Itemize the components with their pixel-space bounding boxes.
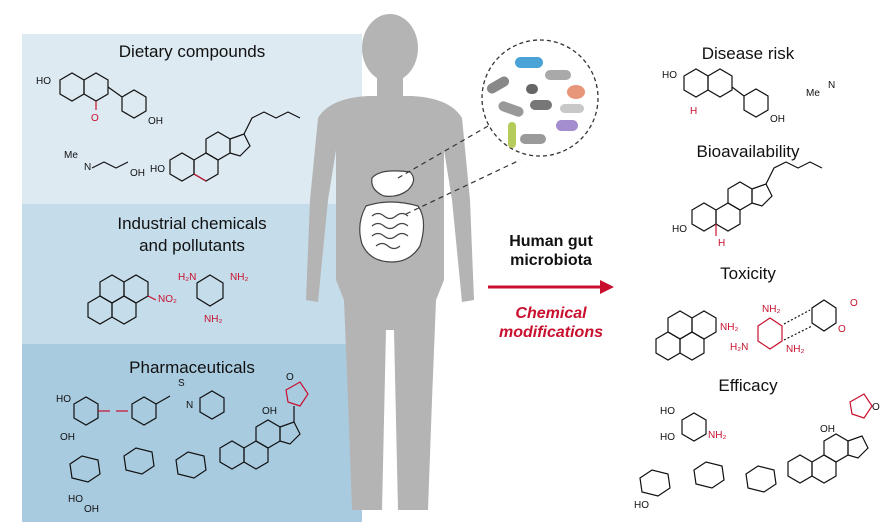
atom-label-ho: HO: [660, 406, 675, 417]
modification-arrow: [488, 280, 614, 294]
melamine-cyanurate-complex: [757, 299, 837, 350]
pharmaceuticals-panel: [22, 344, 362, 522]
atom-label-ho: HO: [68, 494, 83, 505]
human-gut-label-line2: microbiota: [510, 252, 592, 269]
isoflavone-structure: [59, 72, 147, 119]
atom-label-o: O: [850, 298, 858, 309]
atom-label-oh: OH: [130, 168, 145, 179]
equol-structure: [683, 68, 769, 118]
atom-label-nh2: NH₂: [720, 322, 738, 333]
coprostanol-structure: [691, 161, 823, 236]
atom-label-n: N: [828, 80, 835, 91]
human-gut-label-line1: Human gut: [509, 233, 593, 250]
atom-label-o: O: [872, 402, 880, 413]
atom-label-nh2: NH₂: [708, 430, 726, 441]
disease-risk-title: Disease risk: [701, 44, 795, 63]
cholesterol-structure: [169, 111, 301, 182]
atom-label-ho: HO: [56, 394, 71, 405]
atom-label-ho: HO: [672, 224, 687, 235]
digoxin-structure: [69, 381, 309, 483]
atom-label-nh2: NH₂: [230, 272, 248, 283]
atom-label-oh: OH: [770, 114, 785, 125]
efficacy-title: Efficacy: [718, 376, 778, 395]
atom-label-nh2: NH₂: [204, 314, 222, 325]
atom-label-oh: OH: [84, 504, 99, 515]
atom-label-me: Me: [806, 88, 820, 99]
atom-label-ho: HO: [634, 500, 649, 511]
choline-structure: [91, 161, 129, 169]
zoom-lines: [397, 125, 521, 215]
atom-label-oh: OH: [148, 116, 163, 127]
atom-label-no2: NO₂: [158, 294, 177, 305]
atom-label-oh: OH: [60, 432, 75, 443]
human-silhouette: [306, 14, 474, 510]
atom-label-h: H: [718, 238, 725, 249]
industrial-chemicals-title-line2: and pollutants: [139, 236, 245, 255]
atom-label-o: O: [838, 324, 846, 335]
atom-label-n: N: [84, 162, 91, 173]
atom-label-ho: HO: [660, 432, 675, 443]
atom-label-nh2: NH₂: [786, 344, 804, 355]
aminosalicylic-acid-structure: [681, 412, 707, 442]
atom-label-ho: HO: [662, 70, 677, 81]
atom-label-ho: HO: [150, 164, 165, 175]
industrial-chemicals-title-line1: Industrial chemicals: [117, 214, 267, 233]
atom-label-h: H: [690, 106, 697, 117]
industrial-chemicals-panel: [22, 204, 362, 344]
atom-label-nh2: NH₂: [762, 304, 780, 315]
atom-label-o: O: [91, 113, 99, 124]
atom-label-me: Me: [64, 150, 78, 161]
atom-label-h2n: H₂N: [178, 272, 196, 283]
atom-label-s: S: [178, 378, 185, 389]
digoxin-efficacy-structure: [639, 393, 873, 497]
atom-label-n: N: [186, 400, 193, 411]
pharmaceuticals-title: Pharmaceuticals: [129, 358, 255, 377]
atom-label-oh: OH: [820, 424, 835, 435]
aminopyrene-structure: [655, 310, 717, 361]
atom-label-oh: OH: [262, 406, 277, 417]
chemical-modifications-line1: Chemical: [515, 305, 587, 322]
gut-organs: [359, 170, 425, 263]
atom-label-ho: HO: [36, 76, 51, 87]
melamine-structure: [196, 274, 224, 307]
toxicity-title: Toxicity: [720, 264, 776, 283]
sulfasalazine-structure: [73, 390, 225, 426]
atom-label-h2n: H₂N: [730, 342, 748, 353]
nitropyrene-structure: [87, 274, 157, 325]
dietary-compounds-title: Dietary compounds: [118, 42, 266, 61]
atom-label-o: O: [286, 372, 294, 383]
bioavailability-title: Bioavailability: [696, 142, 800, 161]
microbe-bubble: [481, 39, 599, 157]
chemical-modifications-line2: modifications: [498, 324, 603, 341]
